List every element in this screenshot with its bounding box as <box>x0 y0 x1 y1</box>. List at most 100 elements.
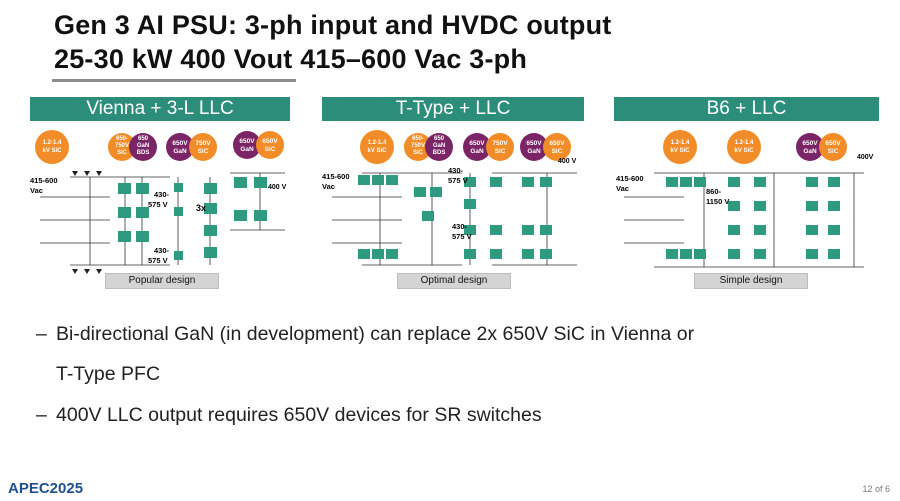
svg-text:650: 650 <box>434 136 445 142</box>
slide-title-line-2: 25-30 kW 400 Vout 415–600 Vac 3-ph <box>54 44 528 74</box>
svg-text:650: 650 <box>138 136 149 142</box>
svg-text:650V: 650V <box>825 140 841 147</box>
bullet-item: – Bi-directional GaN (in development) ca… <box>36 321 856 385</box>
svg-text:BDS: BDS <box>137 150 150 156</box>
slide-title-line-1: Gen 3 AI PSU: 3-ph input and HVDC output <box>54 10 612 40</box>
bus-voltage-label: 430- <box>154 190 170 199</box>
svg-text:GaN: GaN <box>527 148 541 155</box>
svg-text:GaN: GaN <box>137 143 149 149</box>
input-voltage-label: 415-600 <box>322 172 350 181</box>
input-voltage-label: 415-600 <box>30 176 58 185</box>
logo-text: APEC2025 <box>8 480 83 497</box>
title-underline <box>52 79 296 82</box>
svg-text:650V: 650V <box>469 140 485 147</box>
svg-text:650-: 650- <box>412 136 424 142</box>
svg-text:SiC: SiC <box>828 148 839 155</box>
input-vac-label: Vac <box>30 186 43 195</box>
device-badge: 1.2-1.4 kV SiC <box>360 130 394 164</box>
svg-text:750V: 750V <box>115 143 129 149</box>
page-number: 12 of 6 <box>862 484 890 494</box>
bullet-text-continued: T-Type PFC <box>56 363 161 385</box>
svg-text:750V: 750V <box>492 140 508 147</box>
apec-logo: APEC2025 <box>8 479 100 501</box>
svg-text:SiC: SiC <box>117 150 128 156</box>
input-vac-label: Vac <box>616 184 629 193</box>
bus-voltage-label: 575 V <box>452 232 472 241</box>
svg-text:650V: 650V <box>239 138 255 145</box>
panel-caption: Popular design <box>105 273 219 289</box>
svg-text:1.2-1.4: 1.2-1.4 <box>368 140 387 146</box>
svg-text:GaN: GaN <box>240 146 254 153</box>
input-voltage-label: 415-600 <box>616 174 644 183</box>
bullet-text: Bi-directional GaN (in development) can … <box>56 323 695 345</box>
panel-caption: Simple design <box>694 273 808 289</box>
bus-voltage-label: 430- <box>448 166 464 175</box>
panel-header: T-Type + LLC <box>322 97 584 121</box>
bus-voltage-label: 575 V <box>448 176 468 185</box>
svg-text:kV SiC: kV SiC <box>367 148 387 154</box>
device-badge: 1.2-1.4 kV SiC <box>663 130 697 164</box>
bullet-dash: – <box>36 323 47 345</box>
svg-text:GaN: GaN <box>470 148 484 155</box>
svg-text:650V: 650V <box>172 140 188 147</box>
bus-voltage-label: 575 V <box>148 200 168 209</box>
svg-text:SiC: SiC <box>552 148 563 155</box>
svg-text:1.2-1.4: 1.2-1.4 <box>671 140 690 146</box>
output-voltage-label: 400V <box>857 154 874 161</box>
svg-text:650V: 650V <box>526 140 542 147</box>
input-vac-label: Vac <box>322 182 335 191</box>
transformer-ratio-label: 3x <box>196 203 206 213</box>
panel-header: B6 + LLC <box>614 97 879 121</box>
bullet-text: 400V LLC output requires 650V devices fo… <box>56 404 542 426</box>
svg-text:750V: 750V <box>195 140 211 147</box>
svg-text:1.2-1.4: 1.2-1.4 <box>735 140 754 146</box>
svg-text:kV SiC: kV SiC <box>734 148 754 154</box>
svg-text:GaN: GaN <box>173 148 187 155</box>
svg-text:SiC: SiC <box>413 150 424 156</box>
svg-text:650V: 650V <box>549 140 565 147</box>
panel-b6-llc: B6 + LLC 1.2-1.4 kV SiC 1.2-1.4 kV SiC 650… <box>614 97 879 292</box>
svg-text:kV SiC: kV SiC <box>42 148 62 154</box>
svg-text:BDS: BDS <box>433 150 446 156</box>
svg-text:SiC: SiC <box>495 148 506 155</box>
svg-text:SiC: SiC <box>265 146 276 153</box>
bus-voltage-label: 575 V <box>148 256 168 265</box>
output-voltage-label: 400 V <box>268 184 287 191</box>
device-badge: 1.2-1.4 kV SiC <box>727 130 761 164</box>
svg-text:kV SiC: kV SiC <box>670 148 690 154</box>
device-badge: 1.2-1.4kV SiC <box>35 130 69 164</box>
svg-text:650-: 650- <box>116 136 128 142</box>
panel-caption: Optimal design <box>397 273 511 289</box>
output-voltage-label: 400 V <box>558 158 577 165</box>
svg-text:GaN: GaN <box>433 143 445 149</box>
bullet-dash: – <box>36 404 47 426</box>
svg-text:GaN: GaN <box>803 148 817 155</box>
svg-text:SiC: SiC <box>198 148 209 155</box>
bus-voltage-label: 860- <box>706 187 722 196</box>
bus-voltage-label: 430- <box>452 222 468 231</box>
svg-text:650V: 650V <box>262 138 278 145</box>
svg-text:750V: 750V <box>411 143 425 149</box>
bullet-item: – 400V LLC output requires 650V devices … <box>36 402 856 430</box>
bus-voltage-label: 1150 V <box>706 197 729 206</box>
bus-voltage-label: 430- <box>154 246 170 255</box>
